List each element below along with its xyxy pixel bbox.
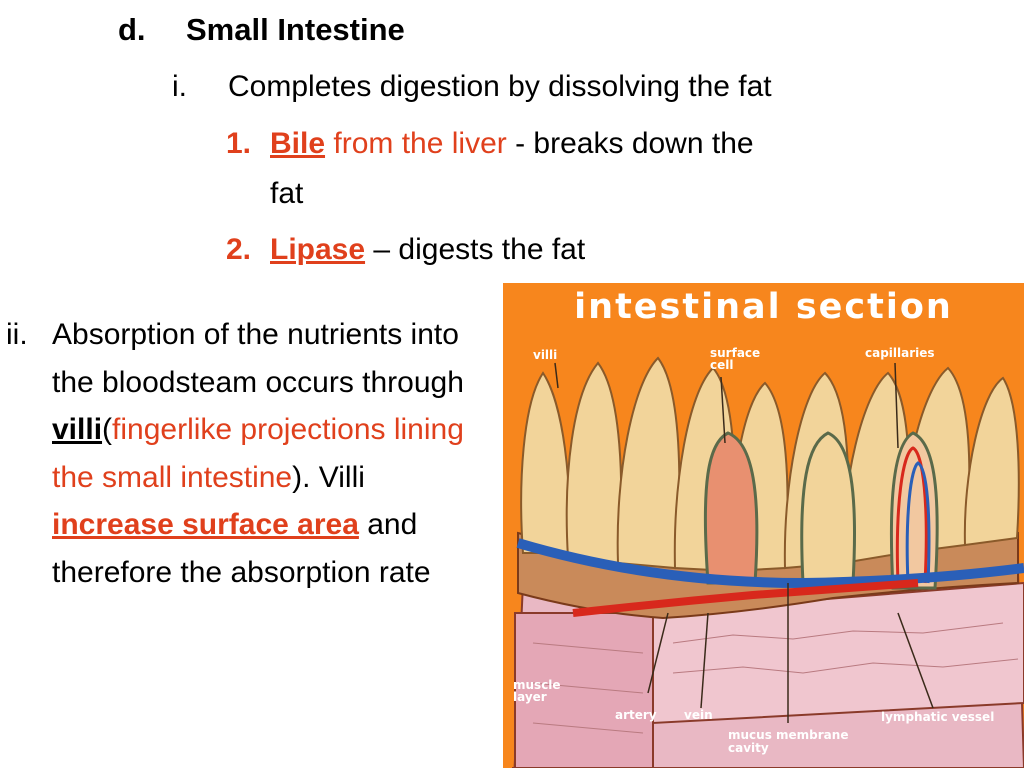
bile-term: Bile — [270, 127, 326, 160]
label-vein: vein — [684, 708, 713, 722]
bile-source: from the liver — [333, 127, 507, 160]
absorption-rate-text: and therefore the absorption rate — [52, 508, 431, 589]
lipase-term: Lipase — [270, 233, 366, 266]
label-lymphatic-vessel: lymphatic vessel — [881, 710, 995, 724]
label-artery: artery — [615, 708, 657, 722]
villi-sentence: ). Villi — [292, 460, 365, 494]
section-marker: d. — [118, 12, 146, 47]
figure-title: intestinal section — [574, 287, 953, 327]
intestinal-section-figure: intestinal section — [503, 283, 1024, 768]
label-surface-cell: surface cell — [710, 346, 761, 372]
page-title: Small Intestine — [186, 12, 405, 47]
label-villi: villi — [533, 348, 558, 362]
label-muscle-layer: muscle layer — [513, 678, 561, 704]
surface-area-emphasis: increase surface area — [52, 508, 359, 541]
point-ii-text: Absorption of the nutrients into the blo… — [52, 311, 482, 596]
lipase-description: – digests the fat — [373, 233, 586, 266]
label-mucus-membrane: mucus membrane — [728, 728, 849, 742]
item-2-marker: 2. — [226, 233, 252, 266]
absorption-text: Absorption of the nutrients into the blo… — [52, 318, 464, 399]
paren-open: ( — [102, 413, 113, 446]
point-i-text: Completes digestion by dissolving the fa… — [228, 70, 772, 103]
item-1-marker: 1. — [226, 127, 252, 160]
villi-definition: fingerlike projections lining the small … — [52, 413, 464, 494]
bile-description-cont: fat — [270, 177, 304, 210]
intestine-illustration — [512, 356, 1024, 768]
label-capillaries: capillaries — [865, 346, 935, 360]
point-i-marker: i. — [172, 70, 187, 103]
item-2-line: Lipase – digests the fat — [270, 233, 585, 267]
bile-description: - breaks down the — [515, 127, 754, 160]
villi-term: villi — [52, 413, 103, 446]
point-ii-marker: ii. — [6, 318, 28, 351]
label-cavity: cavity — [728, 741, 769, 755]
item-1-line: Bile from the liver - breaks down the — [270, 127, 754, 161]
